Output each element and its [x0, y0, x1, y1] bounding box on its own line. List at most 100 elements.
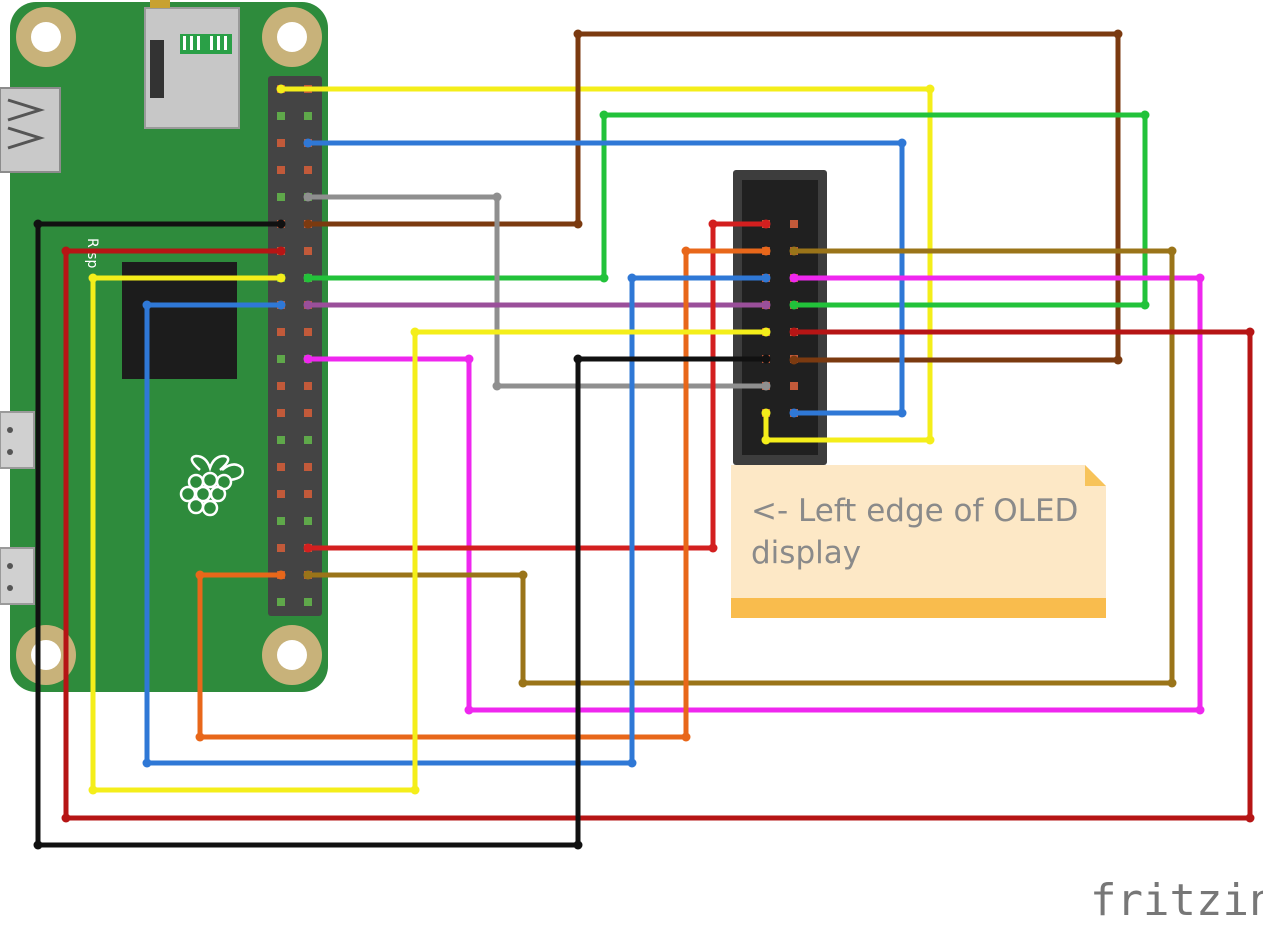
wire-bendpoint	[518, 678, 528, 688]
wire-bendpoint	[410, 785, 420, 795]
wire-bendpoint	[761, 327, 771, 337]
wire-bendpoint	[708, 219, 718, 229]
wire-bendpoint	[303, 273, 313, 283]
wire-bendpoint	[195, 570, 205, 580]
mounting-hole	[16, 7, 76, 67]
note-fold	[1085, 465, 1106, 486]
wire-bendpoint	[276, 570, 286, 580]
wire-bendpoint	[61, 813, 71, 823]
wire-bendpoint	[303, 219, 313, 229]
wire-magenta	[305, 275, 1203, 713]
wire-bendpoint	[1245, 813, 1255, 823]
sd-card-slot	[144, 0, 240, 129]
wire-bendpoint	[464, 705, 474, 715]
wire-bendpoint	[708, 543, 718, 553]
wire-bendpoint	[761, 273, 771, 283]
wire-bendpoint	[61, 246, 71, 256]
wire-bendpoint	[897, 408, 907, 418]
wire-bendpoint	[761, 381, 771, 391]
raspberry-pi-zero-board: R sp	[0, 0, 328, 692]
gpio-pin	[277, 355, 285, 363]
note-box: <- Left edge of OLED display	[731, 465, 1106, 618]
wire-bendpoint	[1167, 678, 1177, 688]
wire-bendpoint	[195, 732, 205, 742]
wire-bendpoint	[1195, 273, 1205, 283]
wire-red-right	[63, 248, 1253, 821]
wire-bendpoint	[1195, 705, 1205, 715]
wire-bendpoint	[410, 327, 420, 337]
wire-bendpoint	[761, 408, 771, 418]
note-band	[731, 598, 1106, 618]
wire-bendpoint	[276, 273, 286, 283]
wire-bendpoint	[789, 246, 799, 256]
wire-bendpoint	[276, 300, 286, 310]
gpio-pin	[277, 166, 285, 174]
wire-green	[305, 112, 1148, 308]
wire-bendpoint	[573, 840, 583, 850]
oled-pin	[790, 220, 798, 228]
wire-bendpoint	[599, 273, 609, 283]
wire-bendpoint	[573, 219, 583, 229]
wire-bendpoint	[627, 273, 637, 283]
wire-bendpoint	[761, 300, 771, 310]
gpio-pin	[277, 598, 285, 606]
wire-bendpoint	[761, 246, 771, 256]
wire-bendpoint	[681, 732, 691, 742]
wire-bendpoint	[518, 570, 528, 580]
note-line-2: display	[751, 535, 861, 571]
gpio-pin	[304, 436, 312, 444]
wire-bendpoint	[599, 110, 609, 120]
gpio-pin	[304, 166, 312, 174]
gpio-pin	[304, 598, 312, 606]
gpio-pin	[304, 247, 312, 255]
wire-group	[33, 29, 1255, 850]
wire-bendpoint	[789, 408, 799, 418]
wire-bendpoint	[573, 354, 583, 364]
micro-usb-port	[0, 547, 35, 605]
wire-bendpoint	[789, 327, 799, 337]
gpio-pin	[277, 328, 285, 336]
mounting-hole	[262, 625, 322, 685]
gpio-pin	[304, 328, 312, 336]
wire-bendpoint	[303, 138, 313, 148]
gpio-pin	[304, 112, 312, 120]
wire-bendpoint	[464, 354, 474, 364]
wire-bendpoint	[789, 300, 799, 310]
gpio-pin	[277, 112, 285, 120]
wire-orange	[197, 248, 769, 740]
soc-chip	[122, 262, 237, 379]
gpio-pin	[277, 193, 285, 201]
gpio-pin	[277, 382, 285, 390]
gpio-header	[268, 76, 322, 616]
micro-usb-port	[0, 411, 35, 469]
wire-black	[35, 221, 769, 848]
wire-brown	[305, 31, 1121, 363]
wire-bendpoint	[142, 758, 152, 768]
wire-bendpoint	[303, 543, 313, 553]
wire-bendpoint	[1245, 327, 1255, 337]
wire-bendpoint	[627, 758, 637, 768]
wire-bendpoint	[789, 355, 799, 365]
wire-bendpoint	[303, 192, 313, 202]
fritzing-logo: fritzing	[1090, 875, 1263, 926]
gpio-pin	[277, 517, 285, 525]
wire-bendpoint	[761, 354, 771, 364]
wire-bendpoint	[492, 192, 502, 202]
gpio-pin	[277, 490, 285, 498]
wire-bendpoint	[142, 300, 152, 310]
wire-bendpoint	[1113, 29, 1123, 39]
wire-bendpoint	[303, 300, 313, 310]
wire-bendpoint	[276, 84, 286, 94]
wire-bendpoint	[33, 219, 43, 229]
note-body	[731, 465, 1106, 598]
gpio-pin	[304, 382, 312, 390]
wire-bendpoint	[1140, 300, 1150, 310]
gpio-pin	[277, 463, 285, 471]
wire-bendpoint	[1140, 110, 1150, 120]
note-line-1: <- Left edge of OLED	[751, 493, 1078, 529]
wire-bendpoint	[88, 273, 98, 283]
wire-bendpoint	[1113, 355, 1123, 365]
wire-bendpoint	[573, 29, 583, 39]
